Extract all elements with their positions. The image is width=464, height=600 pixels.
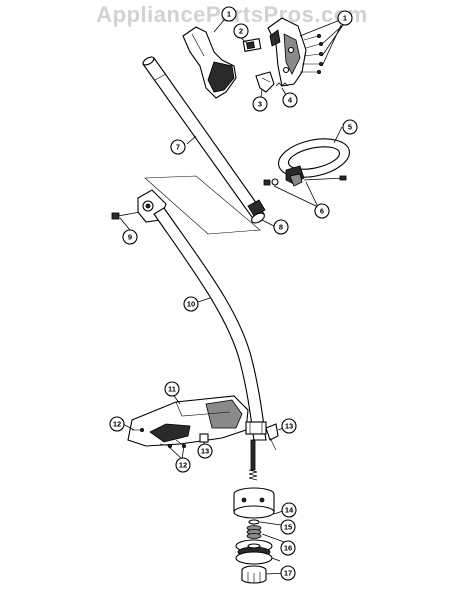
callout-16: 16	[280, 540, 296, 556]
callout-12: 12	[175, 457, 191, 473]
callout-10: 10	[183, 296, 199, 312]
svg-text:14: 14	[285, 506, 294, 515]
svg-text:11: 11	[168, 385, 176, 394]
trimmer-head-housing	[233, 487, 275, 519]
svg-text:3: 3	[258, 100, 262, 109]
drive-shaft	[248, 439, 258, 481]
callout-17: 17	[280, 565, 296, 581]
callout-4: 4	[282, 92, 298, 108]
assist-handle-hardware	[263, 175, 347, 186]
svg-text:16: 16	[284, 544, 292, 553]
svg-text:12: 12	[113, 420, 121, 429]
callout-13: 13	[197, 443, 213, 459]
svg-text:1: 1	[343, 14, 347, 23]
callout-14: 14	[281, 502, 297, 518]
assist-handle	[278, 138, 350, 187]
switch-part	[242, 38, 262, 52]
handle-housing-right	[267, 17, 307, 87]
trigger-part	[255, 71, 275, 93]
motor-housing	[127, 395, 249, 447]
callout-12: 12	[109, 416, 125, 432]
spring-part	[275, 82, 289, 87]
svg-text:5: 5	[348, 123, 352, 132]
callout-2: 2	[233, 23, 249, 39]
head-spring	[246, 525, 262, 539]
leader-lines	[119, 13, 346, 575]
handle-screws	[300, 34, 323, 75]
coupler-bolt	[111, 211, 141, 220]
svg-text:13: 13	[285, 422, 293, 431]
svg-text:1: 1	[227, 10, 231, 19]
svg-text:17: 17	[284, 569, 292, 578]
lower-curved-shaft	[153, 207, 267, 441]
clip-right	[265, 423, 279, 451]
callout-15: 15	[280, 519, 296, 535]
callout-6: 6	[314, 203, 330, 219]
clip-left	[199, 433, 209, 443]
handle-housing-left	[182, 26, 237, 99]
callout-13: 13	[281, 418, 297, 434]
svg-text:6: 6	[320, 207, 324, 216]
callout-3: 3	[252, 96, 268, 112]
line-spool	[235, 539, 273, 565]
svg-text:15: 15	[284, 523, 292, 532]
svg-text:2: 2	[239, 27, 243, 36]
callout-1: 1	[337, 10, 353, 26]
connector-sleeve	[251, 212, 265, 224]
callout-1: 1	[221, 6, 237, 22]
svg-text:9: 9	[128, 233, 132, 242]
svg-text:4: 4	[288, 96, 293, 105]
shaft-clamp	[245, 421, 267, 435]
callouts: 1 1 2 3 4 5 6 7 8 9 10 11 12 12 13 13 14…	[109, 6, 358, 581]
callout-9: 9	[122, 229, 138, 245]
callout-7: 7	[170, 139, 186, 155]
bump-knob	[241, 565, 267, 584]
callout-8: 8	[273, 219, 289, 235]
svg-text:7: 7	[176, 143, 180, 152]
svg-text:12: 12	[179, 461, 187, 470]
washer	[248, 519, 260, 525]
alignment-outline	[144, 175, 261, 235]
callout-5: 5	[342, 119, 358, 135]
callout-11: 11	[164, 381, 180, 397]
svg-text:13: 13	[201, 447, 209, 456]
svg-text:10: 10	[187, 300, 195, 309]
svg-text:8: 8	[279, 223, 283, 232]
